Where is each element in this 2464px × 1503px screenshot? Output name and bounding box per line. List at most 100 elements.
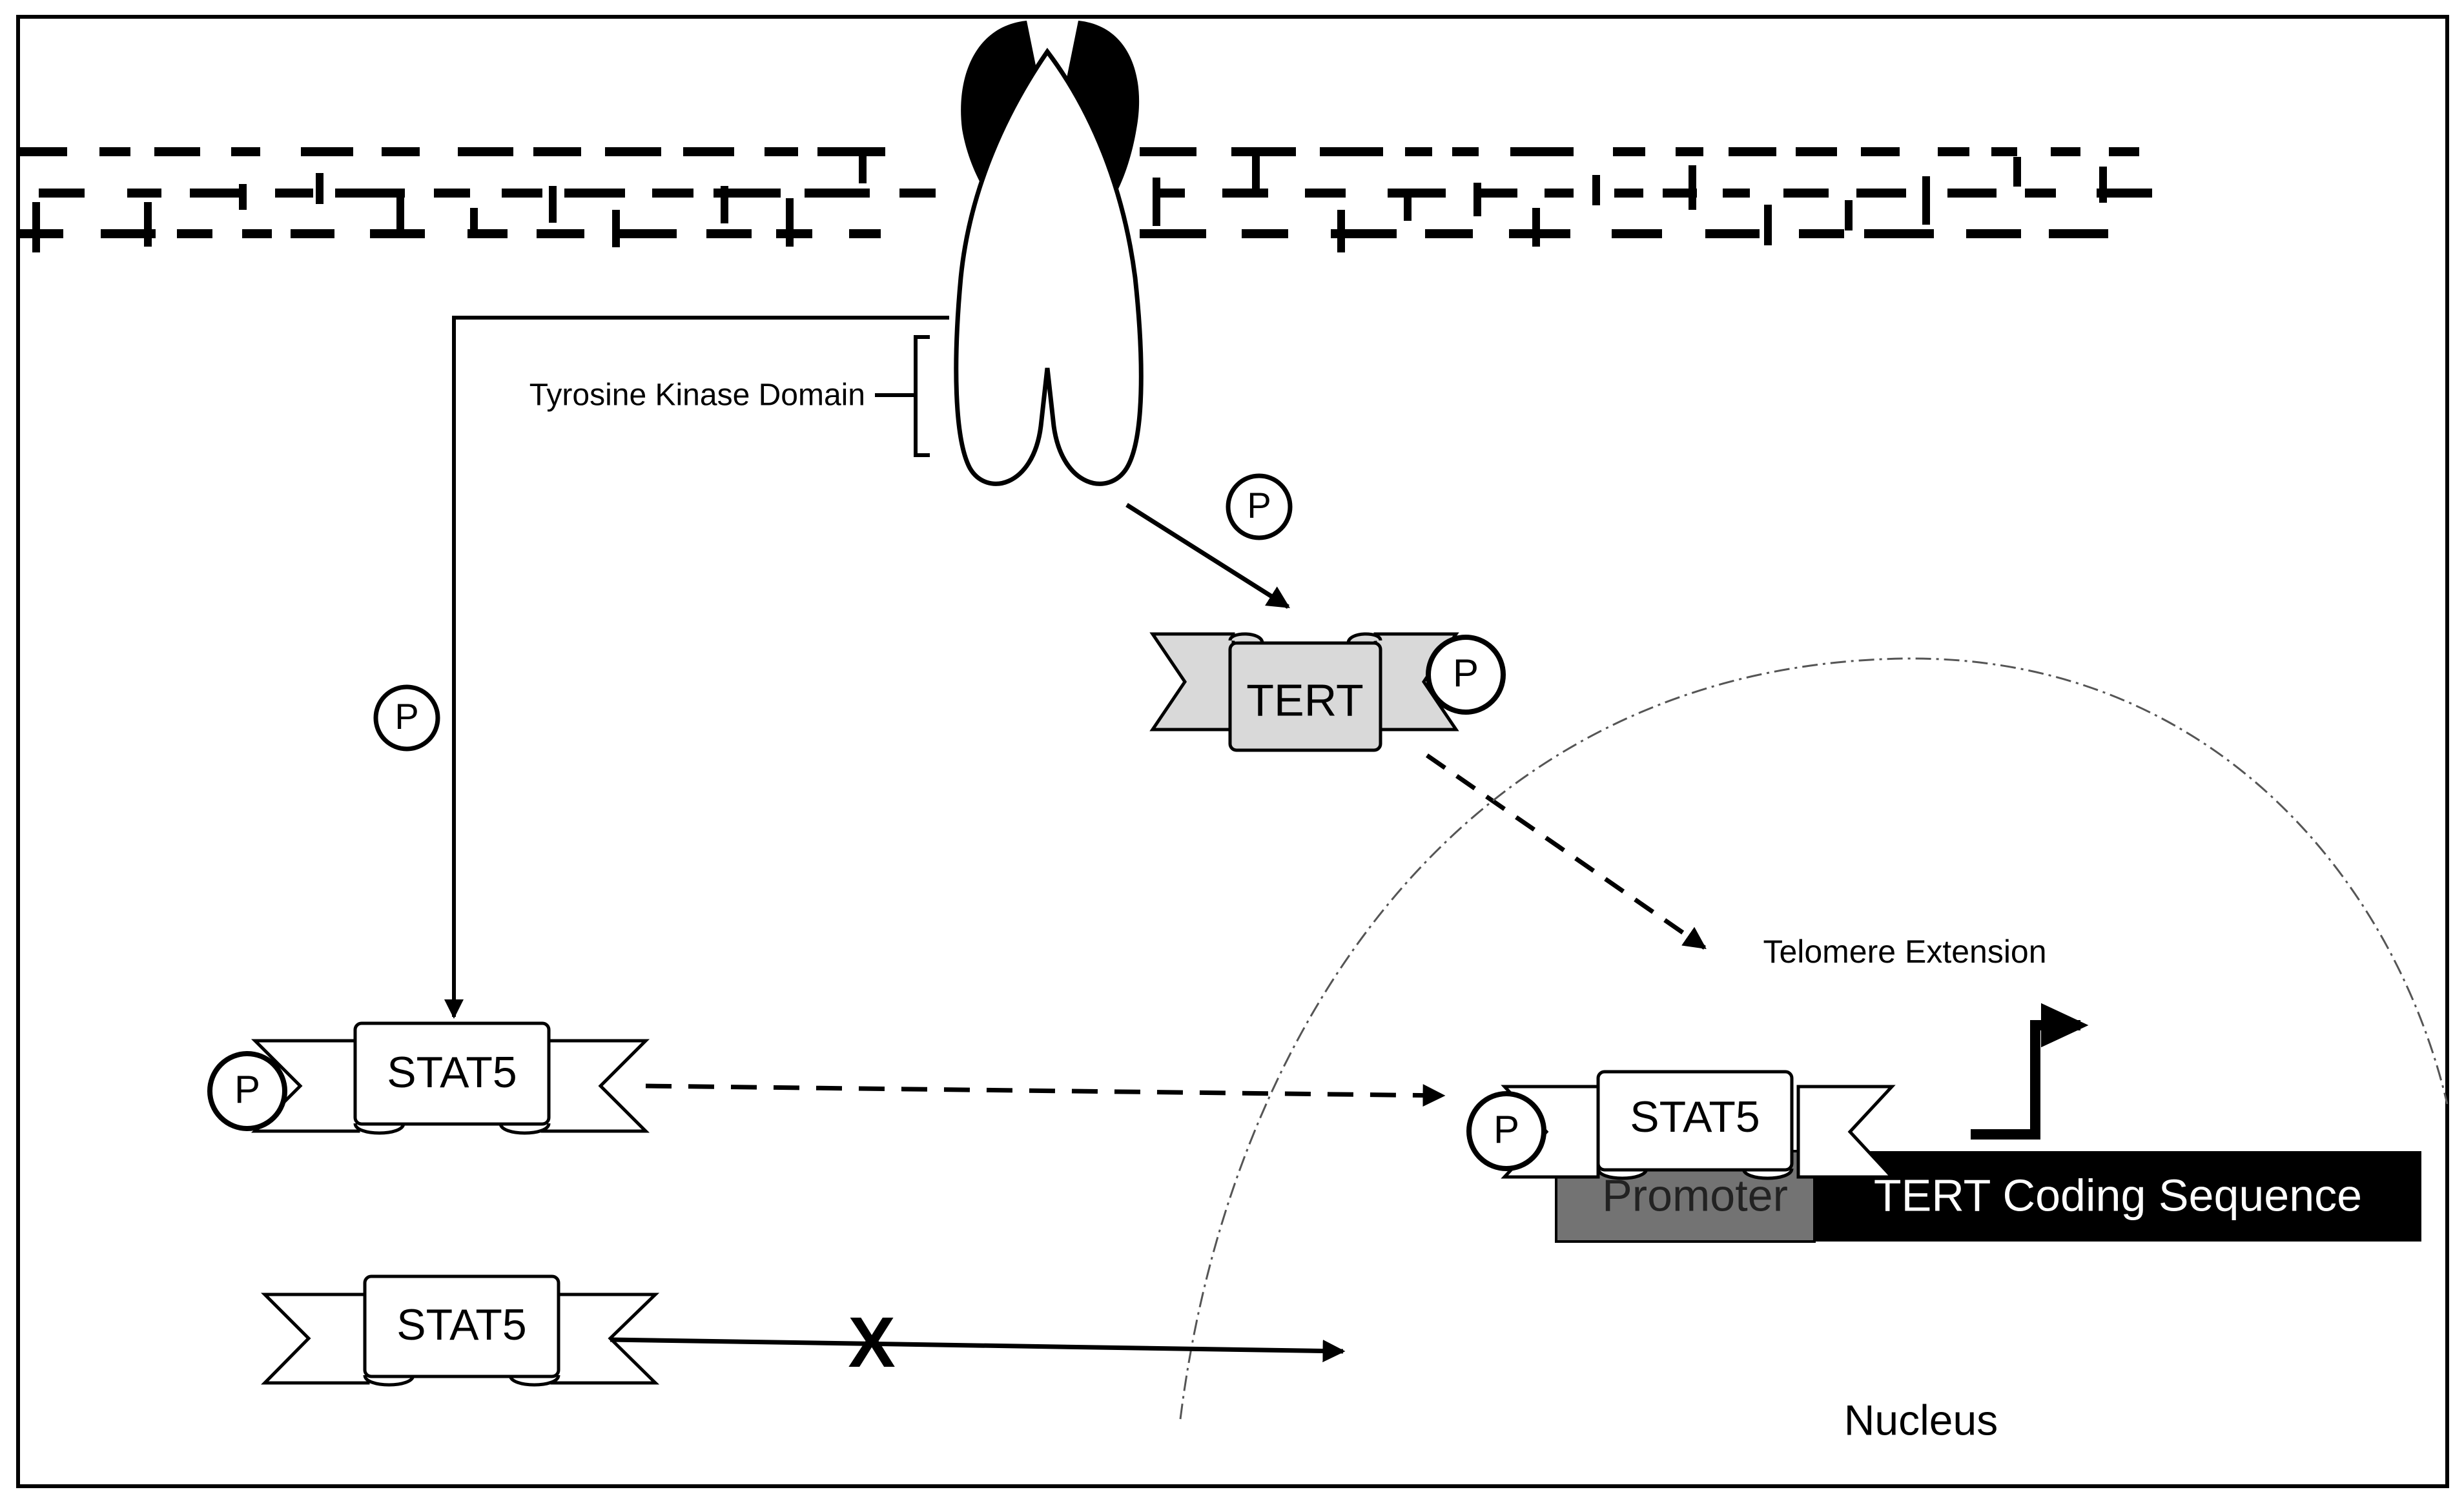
membrane-segment: [1729, 147, 1776, 156]
phospho-marker-on-tert: P: [1426, 635, 1506, 715]
receptor-ligand-cap-right: [1059, 21, 1140, 223]
membrane-segment: [714, 189, 781, 198]
membrane-segment: [1856, 189, 1906, 198]
cell-membrane: [19, 147, 2152, 252]
membrane-segment: [242, 229, 272, 238]
membrane-segment: [652, 189, 693, 198]
tert-gene: Promoter TERT Coding Sequence: [1555, 1150, 2421, 1243]
membrane-segment: [533, 147, 581, 156]
membrane-segment: [805, 189, 870, 198]
stat5-phosphorylated: STAT5: [251, 1021, 650, 1135]
membrane-segment: [32, 202, 40, 252]
membrane-segment: [1938, 147, 1969, 156]
receptor-to-tert-arrow: [1125, 503, 1290, 609]
membrane-segment: [1404, 191, 1412, 221]
membrane-segment: [2025, 189, 2056, 198]
membrane-segment: [1140, 229, 1206, 238]
membrane-segment: [1305, 189, 1346, 198]
membrane-segment: [1723, 189, 1750, 198]
membrane-segment: [1320, 147, 1383, 156]
membrane-segment: [316, 173, 323, 204]
membrane-segment: [291, 229, 334, 238]
membrane-segment: [1425, 229, 1473, 238]
membrane-segment: [859, 154, 867, 183]
phospho-marker-to-stat5: P: [373, 684, 440, 752]
membrane-segment: [1845, 200, 1853, 230]
membrane-segment: [786, 198, 794, 247]
membrane-segment: [335, 189, 405, 198]
membrane-segment: [39, 189, 85, 198]
membrane-segment: [2051, 147, 2080, 156]
membrane-segment: [239, 184, 247, 210]
membrane-segment: [177, 229, 212, 238]
membrane-segment: [1388, 189, 1446, 198]
membrane-segment: [2097, 189, 2152, 198]
membrane-segment: [1405, 147, 1432, 156]
stat5-nuclear: STAT5: [1501, 1070, 1896, 1180]
membrane-segment: [1614, 189, 1643, 198]
tert-coding-sequence: [1814, 1151, 2421, 1242]
membrane-segment: [683, 147, 734, 156]
membrane-segment: [1991, 147, 2017, 156]
membrane-segment: [1222, 189, 1268, 198]
membrane-segment: [1966, 229, 2021, 238]
membrane-segment: [1473, 183, 1481, 216]
stat5-blocked-arrow: [610, 1337, 1346, 1362]
membrane-segment: [101, 229, 156, 238]
membrane-segment: [564, 189, 625, 198]
tert-to-telomere-arrow: [1426, 753, 1707, 950]
nucleus-label: Nucleus: [1844, 1396, 1998, 1444]
tert-protein: TERT: [1149, 632, 1459, 752]
stat5-to-nucleus-arrow: [645, 1083, 1446, 1107]
membrane-segment: [1861, 147, 1900, 156]
phospho-marker-on-stat5: P: [207, 1051, 287, 1131]
receptor-body: [954, 48, 1144, 486]
membrane-segment: [1242, 229, 1288, 238]
kinase-domain-label: Tyrosine Kinase Domain: [529, 378, 865, 413]
membrane-segment: [1140, 147, 1196, 156]
membrane-segment: [776, 229, 812, 238]
membrane-segment: [190, 189, 240, 198]
membrane-segment: [849, 229, 881, 238]
membrane-segment: [19, 229, 63, 238]
membrane-segment: [765, 147, 798, 156]
membrane-segment: [2109, 147, 2139, 156]
membrane-segment: [899, 189, 936, 198]
diagram-border: [16, 15, 2449, 1488]
membrane-segment: [19, 147, 67, 156]
membrane-segment: [1231, 147, 1296, 156]
membrane-segment: [1510, 147, 1574, 156]
membrane-segment: [301, 147, 353, 156]
kinase-domain-bracket: [875, 335, 930, 457]
membrane-segment: [1612, 229, 1662, 238]
membrane-segment: [502, 189, 542, 198]
tert-label: TERT: [1246, 675, 1364, 725]
membrane-segment: [1159, 189, 1185, 198]
membrane-segment: [434, 189, 470, 198]
transcription-start-arrow: [1971, 1020, 2080, 1140]
membrane-segment: [1592, 175, 1600, 205]
stat5-phosphorylated-label: STAT5: [387, 1048, 517, 1097]
tert-coding-sequence-label: TERT Coding Sequence: [1874, 1170, 2362, 1220]
membrane-segment: [1532, 208, 1540, 247]
membrane-segment: [1796, 147, 1837, 156]
membrane-segment: [1663, 189, 1697, 198]
membrane-segment: [275, 189, 313, 198]
membrane-segment: [470, 208, 478, 234]
membrane-segment: [1705, 229, 1760, 238]
membrane-segment: [1252, 155, 1260, 190]
membrane-segment: [1799, 229, 1844, 238]
svg-text:P: P: [395, 696, 418, 737]
membrane-segment: [549, 186, 557, 223]
svg-text:P: P: [1494, 1108, 1519, 1151]
membrane-segment: [396, 192, 404, 236]
membrane-segment: [144, 202, 152, 247]
membrane-segment: [1922, 176, 1930, 225]
svg-text:P: P: [1453, 651, 1479, 695]
membrane-segment: [1689, 165, 1696, 210]
membrane-segment: [2049, 229, 2108, 238]
membrane-segment: [1331, 229, 1397, 238]
membrane-segment: [721, 186, 728, 223]
membrane-segment: [1764, 205, 1772, 245]
membrane-segment: [612, 210, 620, 247]
